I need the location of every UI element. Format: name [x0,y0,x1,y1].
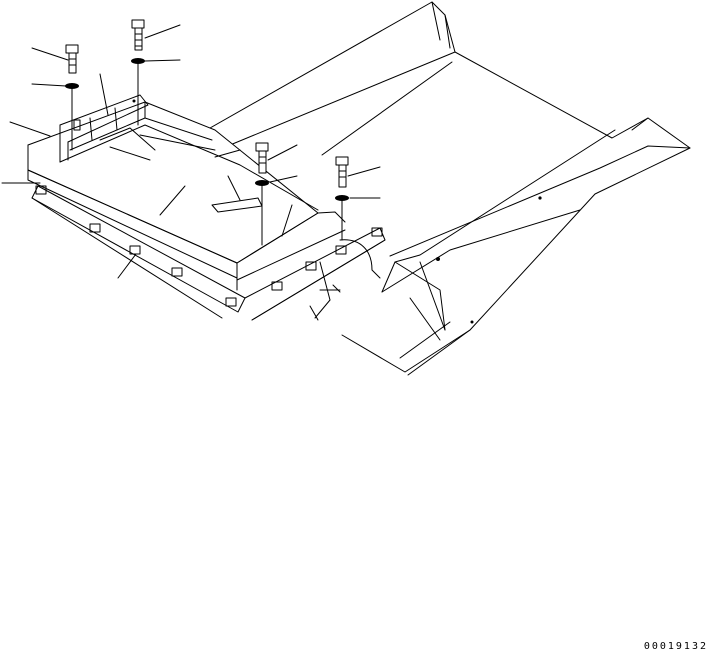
deck-guide [209,1,691,376]
floor-cover-plate [27,101,346,291]
leader-lines [1,24,381,291]
hose-clamp [309,239,381,321]
washer [335,195,349,241]
washer [255,180,269,246]
drawing-number: 00019132 [643,641,708,652]
cover-bracket [59,94,149,163]
bracket-clip [35,185,383,307]
bolt [131,19,145,51]
bolt [335,156,349,188]
washer [131,58,145,126]
bolt [255,142,269,174]
washer [65,83,79,151]
bolt [65,44,79,74]
